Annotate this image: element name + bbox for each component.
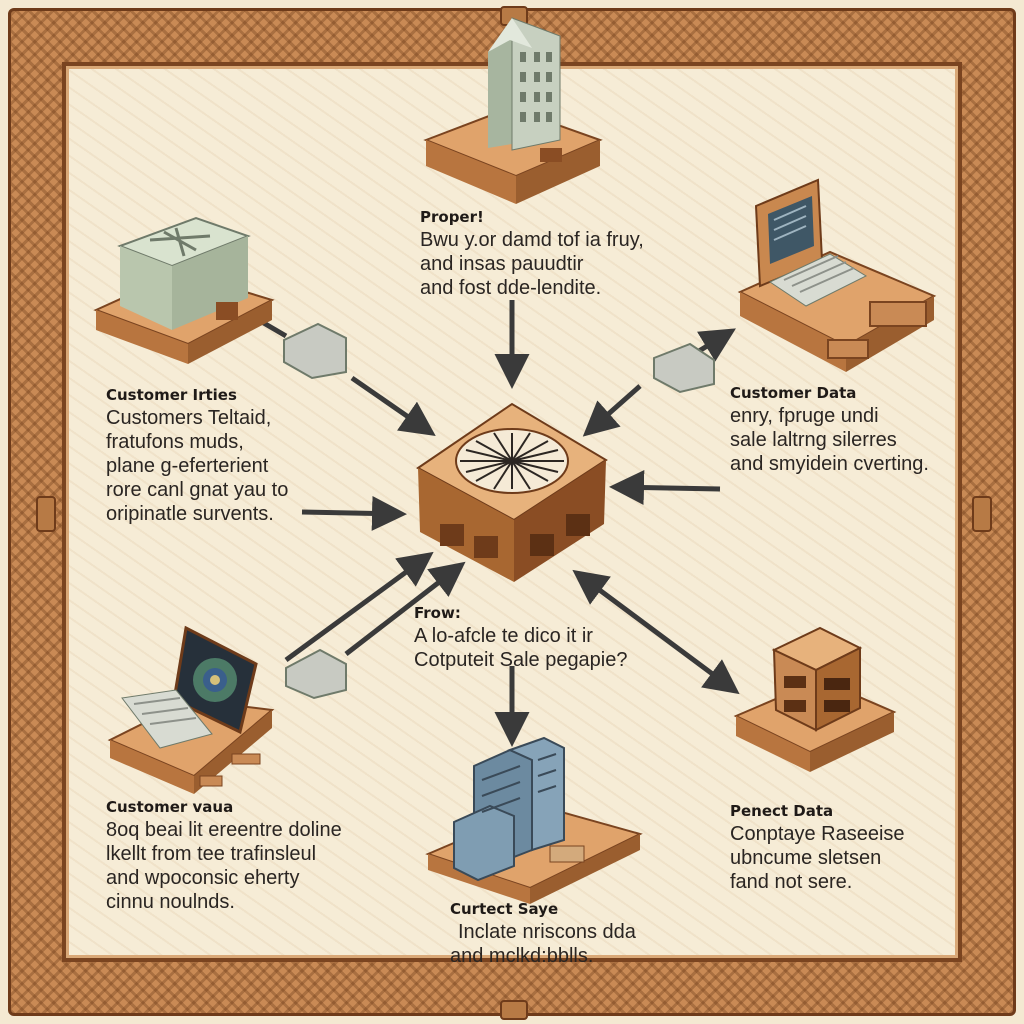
frame-ornament-right xyxy=(972,496,992,532)
arrow-hub-bottom-right xyxy=(572,569,740,695)
node-label-right: Customer Data enry, fpruge undi sale lal… xyxy=(730,384,929,476)
node-text-line: rore canl gnat yau to xyxy=(106,479,289,501)
node-label-bottom-left: Customer vaua 8oq beai lit ereentre doli… xyxy=(106,798,342,914)
node-text-line: lkellt from tee trafinsleul xyxy=(106,843,317,865)
arrow-left-text-to-hub xyxy=(301,495,407,531)
node-title: Proper! xyxy=(420,208,484,226)
node-title: Customer vaua xyxy=(106,798,234,816)
laptop-icon xyxy=(107,625,275,794)
node-text-line: Bwu y.or damd tof ia fruy, xyxy=(420,229,644,251)
arrow-laptop-to-hub-2 xyxy=(344,561,466,656)
node-text-line: and fost dde-lendite. xyxy=(420,277,602,299)
arrow-left-stub xyxy=(260,319,288,339)
node-text-line: fratufons muds, xyxy=(106,431,244,453)
node-text-line: plane g-eferterient xyxy=(106,455,269,477)
node-title: Curtect Saye xyxy=(450,900,559,918)
arrow-laptop-to-hub-1 xyxy=(284,551,434,663)
server-rack-icon xyxy=(425,736,643,904)
node-text-line: fand not sere. xyxy=(730,871,853,893)
storage-cabinet-icon xyxy=(733,626,897,772)
central-hub-icon xyxy=(416,402,608,582)
node-label-center: Frow: A lo-afcle te dico it ir Cotputeit… xyxy=(414,604,628,672)
node-text-line: and wpoconsic eherty xyxy=(106,867,300,889)
node-title: Frow: xyxy=(414,604,461,622)
data-block-icon xyxy=(283,322,715,700)
node-text-line: and insas pauudtir xyxy=(420,253,584,275)
node-label-bottom: Curtect Saye Inclate nriscons dda and mc… xyxy=(450,900,636,968)
frame-ornament-left xyxy=(36,496,56,532)
node-text-line: enry, fpruge undi xyxy=(730,405,879,427)
node-text-line: Inclate nriscons dda xyxy=(458,921,636,943)
node-text-line: Cotputeit Sale pegapie? xyxy=(414,649,628,671)
node-title: Customer Data xyxy=(730,384,857,402)
node-text-line: Conptaye Raseeise xyxy=(730,823,905,845)
frame-ornament-bottom xyxy=(500,1000,528,1020)
node-text-line: ubncume sletsen xyxy=(730,847,882,869)
arrow-left-to-hub xyxy=(350,375,436,436)
node-label-bottom-right: Penect Data Conptaye Raseeise ubncume sl… xyxy=(730,802,905,894)
node-label-top: Proper! Bwu y.or damd tof ia fruy, and i… xyxy=(420,208,644,300)
node-text-line: Customers Teltaid, xyxy=(106,407,272,429)
office-building-icon xyxy=(423,17,603,204)
node-title: Penect Data xyxy=(730,802,834,820)
node-title: Customer Irties xyxy=(106,386,237,404)
arrow-right-text-to-hub xyxy=(609,470,721,506)
node-text-line: oripinatle survents. xyxy=(106,503,274,525)
node-text-line: sale laltrng silerres xyxy=(730,429,897,451)
node-text-line: A lo-afcle te dico it ir xyxy=(414,625,593,647)
node-text-line: and mclkd:bblls. xyxy=(450,945,594,967)
node-text-line: cinnu noulnds. xyxy=(106,891,235,913)
arrow-right-to-hub xyxy=(582,384,642,437)
node-text-line: 8oq beai lit ereentre doline xyxy=(106,819,342,841)
node-label-left: Customer Irties Customers Teltaid, fratu… xyxy=(106,386,288,526)
node-text-line: and smyidein cverting. xyxy=(730,453,929,475)
desktop-computer-icon xyxy=(737,178,937,372)
warehouse-building-icon xyxy=(93,216,275,364)
